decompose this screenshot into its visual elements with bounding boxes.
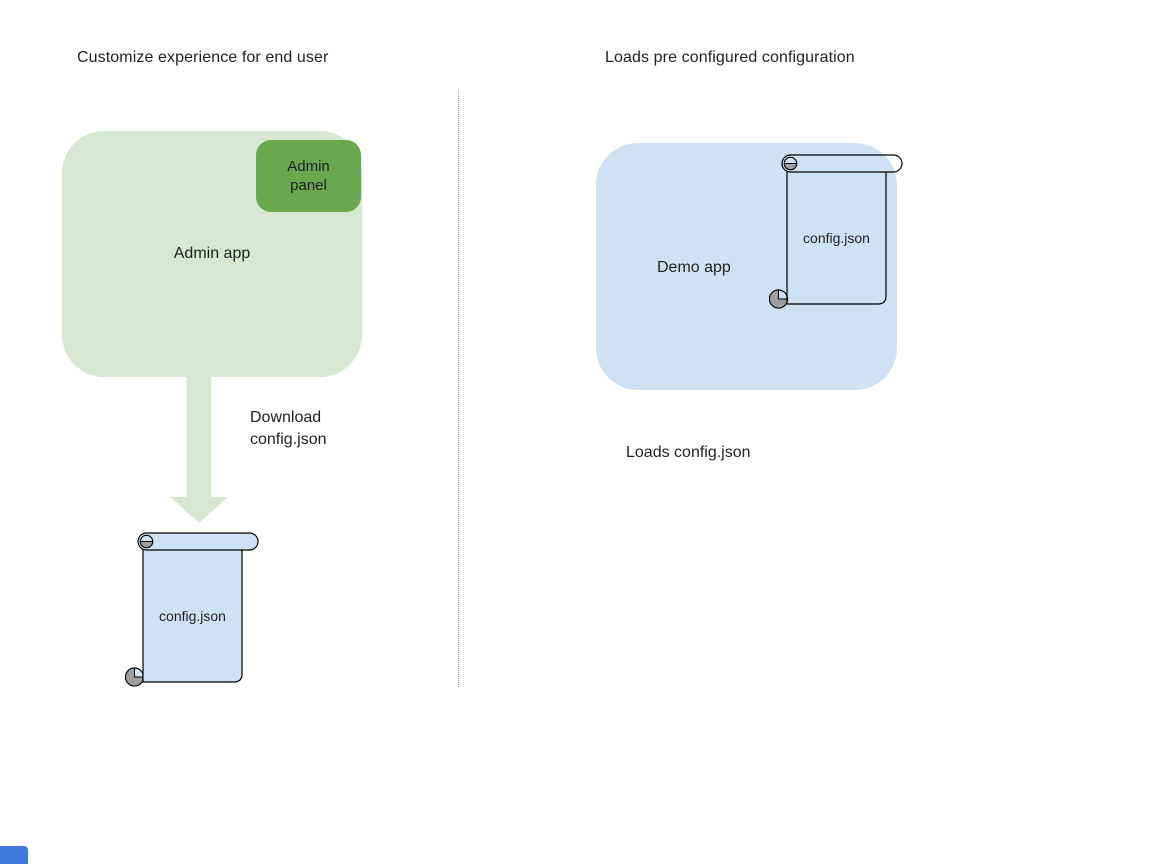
admin-app-box: Admin app Admin panel <box>62 131 362 377</box>
arrow-stem <box>186 377 212 499</box>
arrow-head <box>170 497 228 523</box>
admin-app-label: Admin app <box>173 245 251 262</box>
admin-panel-label: Admin panel <box>287 158 330 194</box>
download-arrow <box>170 377 228 523</box>
scroll-roll-end-shade <box>783 163 798 171</box>
blue-corner-fragment <box>0 846 28 864</box>
download-config-label: Download config.json <box>250 409 327 448</box>
config-json-file-label: config.json <box>803 229 870 246</box>
demo-app-label: Demo app <box>657 259 731 276</box>
config-json-scroll-left: config.json <box>124 531 259 687</box>
config-json-file-label: config.json <box>159 607 226 624</box>
scroll-roll-end-shade <box>139 541 154 549</box>
scroll-top-roll <box>137 532 259 551</box>
left-section-title: Customize experience for end user <box>77 49 329 66</box>
section-divider <box>458 90 459 687</box>
right-section-title: Loads pre configured configuration <box>605 49 855 66</box>
scroll-top-roll <box>781 154 903 173</box>
config-json-scroll-right: config.json <box>768 153 903 309</box>
admin-panel-box: Admin panel <box>256 140 361 212</box>
loads-config-caption: Loads config.json <box>626 444 751 461</box>
scroll-body <box>786 172 887 305</box>
demo-app-box <box>596 143 897 390</box>
scroll-body <box>142 541 243 683</box>
scroll-shape-icon <box>768 154 903 309</box>
scroll-shape-icon <box>124 532 259 687</box>
